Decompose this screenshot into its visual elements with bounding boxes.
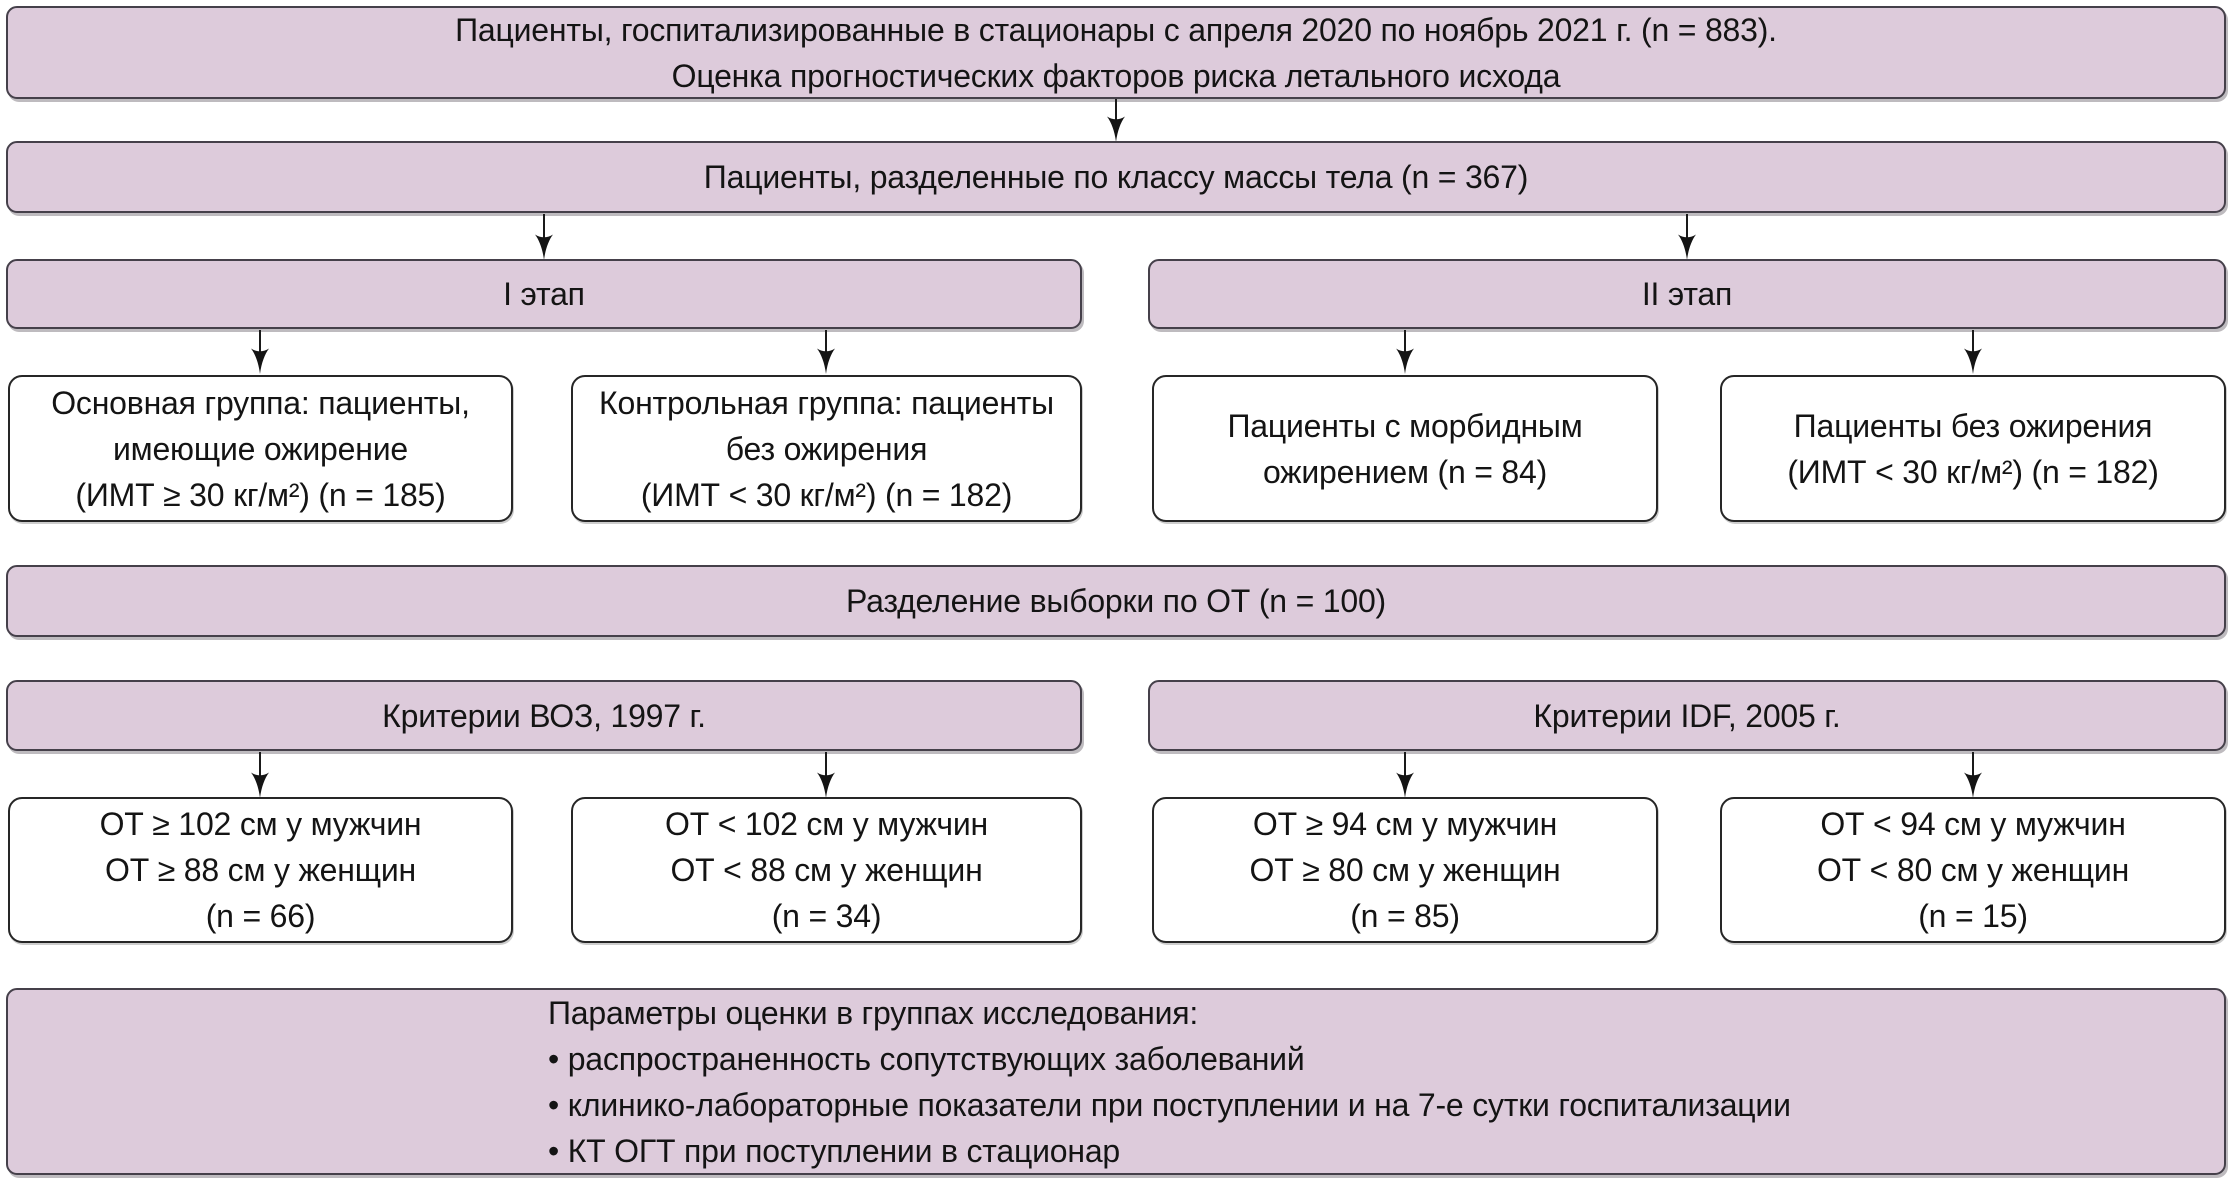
arrow-head-icon <box>251 348 269 374</box>
mass-split-band: Пациенты, разделенные по классу массы те… <box>6 141 2226 213</box>
ot-box-who-below-text: ОТ < 102 см у мужчин ОТ < 88 см у женщин… <box>665 806 988 934</box>
title-band: Пациенты, госпитализированные в стациона… <box>6 6 2226 99</box>
arrow-head-icon <box>1678 234 1696 260</box>
ot-box-idf-above: ОТ ≥ 94 см у мужчин ОТ ≥ 80 см у женщин … <box>1152 797 1658 943</box>
flow-arrow-title-to-mass <box>1107 99 1125 142</box>
ot-box-idf-below: ОТ < 94 см у мужчин ОТ < 80 см у женщин … <box>1720 797 2226 943</box>
flow-arrow-to-who-below <box>817 752 835 798</box>
mass-split-band-text: Пациенты, разделенные по классу массы те… <box>703 159 1529 195</box>
group-box-non-obese-text: Пациенты без ожирения (ИМТ < 30 кг/м²) (… <box>1787 407 2159 490</box>
flow-arrow-to-obese-group <box>251 330 269 374</box>
flow-arrow-to-idf-below <box>1964 752 1982 798</box>
parameters-band: Параметры оценки в группах исследования:… <box>6 988 2226 1175</box>
ot-box-who-above-text: ОТ ≥ 102 см у мужчин ОТ ≥ 88 см у женщин… <box>99 806 422 934</box>
flow-arrow-to-who-above <box>251 752 269 798</box>
flow-arrow-to-morbid-group <box>1396 330 1414 374</box>
arrow-head-icon <box>1964 348 1982 374</box>
criteria-who-header-text: Критерии ВОЗ, 1997 г. <box>382 697 706 734</box>
arrow-head-icon <box>535 234 553 260</box>
arrow-stem <box>1972 752 1974 782</box>
group-box-control-text: Контрольная группа: пациенты без ожирени… <box>599 384 1054 513</box>
ot-box-idf-below-text: ОТ < 94 см у мужчин ОТ < 80 см у женщин … <box>1816 806 2130 934</box>
arrow-head-icon <box>1396 348 1414 374</box>
ot-split-band-text: Разделение выборки по ОТ (n = 100) <box>846 583 1386 619</box>
arrow-stem <box>259 330 261 358</box>
ot-split-band: Разделение выборки по ОТ (n = 100) <box>6 565 2226 637</box>
stage-2-header: II этап <box>1148 259 2226 329</box>
stage-2-header-text: II этап <box>1641 276 1733 312</box>
arrow-head-icon <box>251 772 269 798</box>
arrow-head-icon <box>1964 772 1982 798</box>
arrow-stem <box>1686 214 1688 244</box>
arrow-head-icon <box>1396 772 1414 798</box>
group-box-control: Контрольная группа: пациенты без ожирени… <box>571 375 1082 522</box>
flow-arrow-to-stage-2 <box>1678 214 1696 260</box>
arrow-head-icon <box>1107 116 1125 142</box>
group-box-obese: Основная группа: пациенты, имеющие ожире… <box>8 375 513 522</box>
arrow-stem <box>825 752 827 782</box>
arrow-head-icon <box>817 772 835 798</box>
arrow-stem <box>1115 99 1117 126</box>
arrow-head-icon <box>817 348 835 374</box>
ot-box-who-below: ОТ < 102 см у мужчин ОТ < 88 см у женщин… <box>571 797 1082 943</box>
group-box-obese-text: Основная группа: пациенты, имеющие ожире… <box>51 384 470 513</box>
group-box-morbid-obesity-text: Пациенты с морбидным ожирением (n = 84) <box>1227 407 1583 490</box>
arrow-stem <box>825 330 827 358</box>
criteria-who-header: Критерии ВОЗ, 1997 г. <box>6 680 1082 751</box>
flow-arrow-to-stage-1 <box>535 214 553 260</box>
flow-arrow-to-control-group <box>817 330 835 374</box>
ot-box-who-above: ОТ ≥ 102 см у мужчин ОТ ≥ 88 см у женщин… <box>8 797 513 943</box>
criteria-idf-header-text: Критерии IDF, 2005 г. <box>1533 697 1841 734</box>
flow-arrow-to-idf-above <box>1396 752 1414 798</box>
arrow-stem <box>1404 330 1406 358</box>
arrow-stem <box>259 752 261 782</box>
ot-box-idf-above-text: ОТ ≥ 94 см у мужчин ОТ ≥ 80 см у женщин … <box>1249 806 1561 934</box>
group-box-morbid-obesity: Пациенты с морбидным ожирением (n = 84) <box>1152 375 1658 522</box>
parameters-band-text: Параметры оценки в группах исследования:… <box>548 994 1791 1169</box>
title-band-text: Пациенты, госпитализированные в стациона… <box>455 11 1777 94</box>
criteria-idf-header: Критерии IDF, 2005 г. <box>1148 680 2226 751</box>
stage-1-header-text: I этап <box>503 276 585 312</box>
arrow-stem <box>1404 752 1406 782</box>
arrow-stem <box>1972 330 1974 358</box>
flow-arrow-to-non-obese-group <box>1964 330 1982 374</box>
group-box-non-obese: Пациенты без ожирения (ИМТ < 30 кг/м²) (… <box>1720 375 2226 522</box>
arrow-stem <box>543 214 545 244</box>
stage-1-header: I этап <box>6 259 1082 329</box>
